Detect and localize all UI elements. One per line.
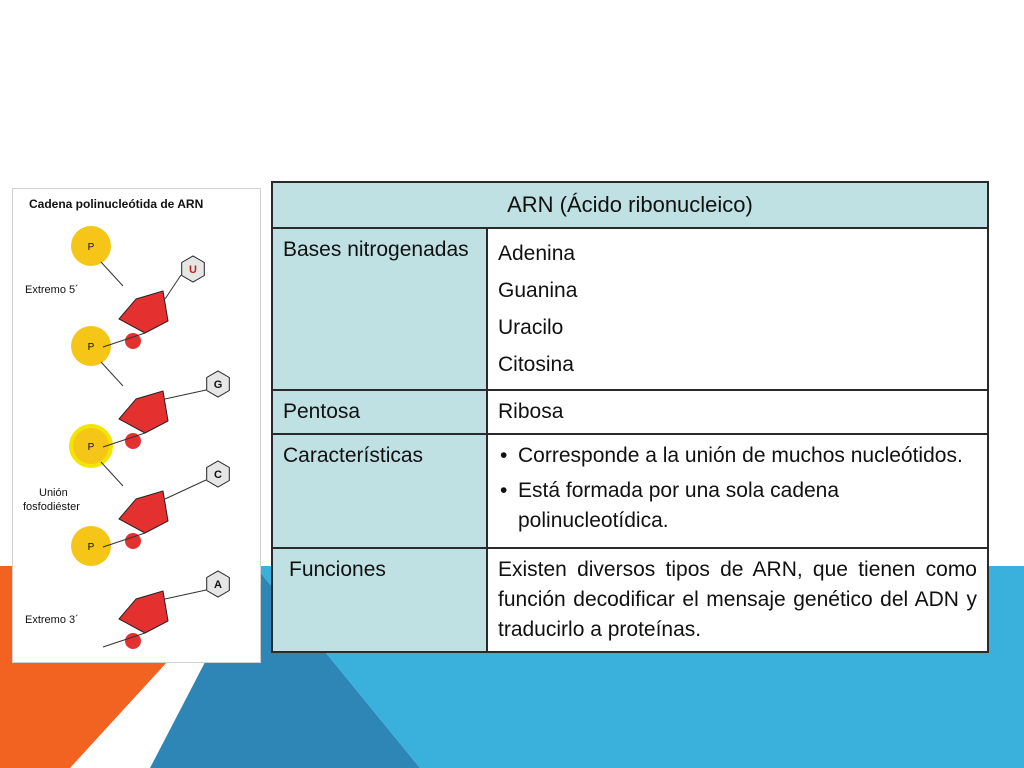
ester-bond [100, 361, 124, 387]
ester-bond [100, 461, 124, 487]
table-header-row: ARN (Ácido ribonucleico) [271, 181, 989, 229]
nitrogenous-base-ring [206, 460, 230, 488]
hydroxyl-group [125, 433, 141, 449]
row-value-funciones: Existen diversos tipos de ARN, que tiene… [486, 547, 989, 653]
dark-blue-shape [150, 566, 420, 768]
extremo-3-label: Extremo 3´ [25, 614, 79, 626]
row-label-funciones: Funciones [271, 547, 488, 653]
row-pentosa: Pentosa Ribosa [271, 389, 989, 435]
base-letter: G [214, 379, 223, 391]
base-item: Uracilo [498, 316, 564, 339]
sugar-phosphate-bond [102, 532, 146, 548]
sugar-phosphate-bond [102, 632, 146, 648]
list-item: Está formada por una sola cadena polinuc… [498, 476, 977, 536]
ester-bond [100, 261, 124, 287]
row-label-bases: Bases nitrogenadas [271, 227, 488, 391]
phosphate-group [71, 226, 111, 266]
base-item: Guanina [498, 279, 578, 302]
base-letter: C [214, 469, 222, 481]
nitrogenous-base-ring [206, 370, 230, 398]
rna-chain-drawing: P P P P U G C A [69, 226, 230, 649]
figure-title: Cadena polinucleótida de ARN [29, 197, 204, 211]
rna-table: ARN (Ácido ribonucleico) Bases nitrogena… [271, 181, 989, 653]
nitrogenous-base-ring [181, 255, 205, 283]
phosphate-group [69, 424, 113, 468]
ribose-sugar [118, 490, 169, 534]
sugar-phosphate-bond [102, 332, 146, 348]
base-letter: U [189, 264, 197, 276]
base-item: Citosina [498, 353, 574, 376]
row-label-caracteristicas: Características [271, 433, 488, 549]
row-value-caracteristicas: Corresponde a la unión de muchos nucleót… [486, 433, 989, 549]
ribose-sugar [118, 290, 169, 334]
ribose-sugar [118, 390, 169, 434]
phosphate-group [71, 326, 111, 366]
nitrogenous-base-ring [206, 570, 230, 598]
caracteristicas-list: Corresponde a la unión de muchos nucleót… [498, 441, 977, 536]
union-label-line2: fosfodiéster [23, 501, 80, 513]
hydroxyl-group [125, 533, 141, 549]
glycosidic-bond [164, 274, 182, 300]
phosphate-atom-label: P [88, 342, 95, 353]
row-caracteristicas: Características Corresponde a la unión d… [271, 433, 989, 549]
ribose-sugar [118, 590, 169, 634]
row-value-bases: Adenina Guanina Uracilo Citosina [486, 227, 989, 391]
row-value-pentosa: Ribosa [486, 389, 989, 435]
extremo-5-label: Extremo 5´ [25, 284, 79, 296]
hydroxyl-group [125, 333, 141, 349]
hydroxyl-group [125, 633, 141, 649]
phosphate-atom-label: P [88, 242, 95, 253]
base-letter: A [214, 579, 222, 591]
phosphate-atom-label: P [88, 542, 95, 553]
glycosidic-bond [164, 589, 207, 600]
glycosidic-bond [164, 479, 207, 500]
row-label-pentosa: Pentosa [271, 389, 488, 435]
glycosidic-bond [164, 389, 207, 400]
base-item: Adenina [498, 242, 576, 265]
sugar-phosphate-bond [102, 432, 146, 448]
phosphate-atom-label: P [88, 442, 95, 453]
phosphate-group [71, 526, 111, 566]
union-label-line1: Unión [39, 487, 68, 499]
list-item: Corresponde a la unión de muchos nucleót… [498, 441, 977, 471]
row-bases: Bases nitrogenadas Adenina Guanina Uraci… [271, 227, 989, 391]
row-funciones: Funciones Existen diversos tipos de ARN,… [271, 547, 989, 653]
table-title: ARN (Ácido ribonucleico) [271, 181, 989, 229]
rna-chain-figure: P P P P U G C A Cadena polinucleótida de ARN Ex… [12, 188, 261, 663]
